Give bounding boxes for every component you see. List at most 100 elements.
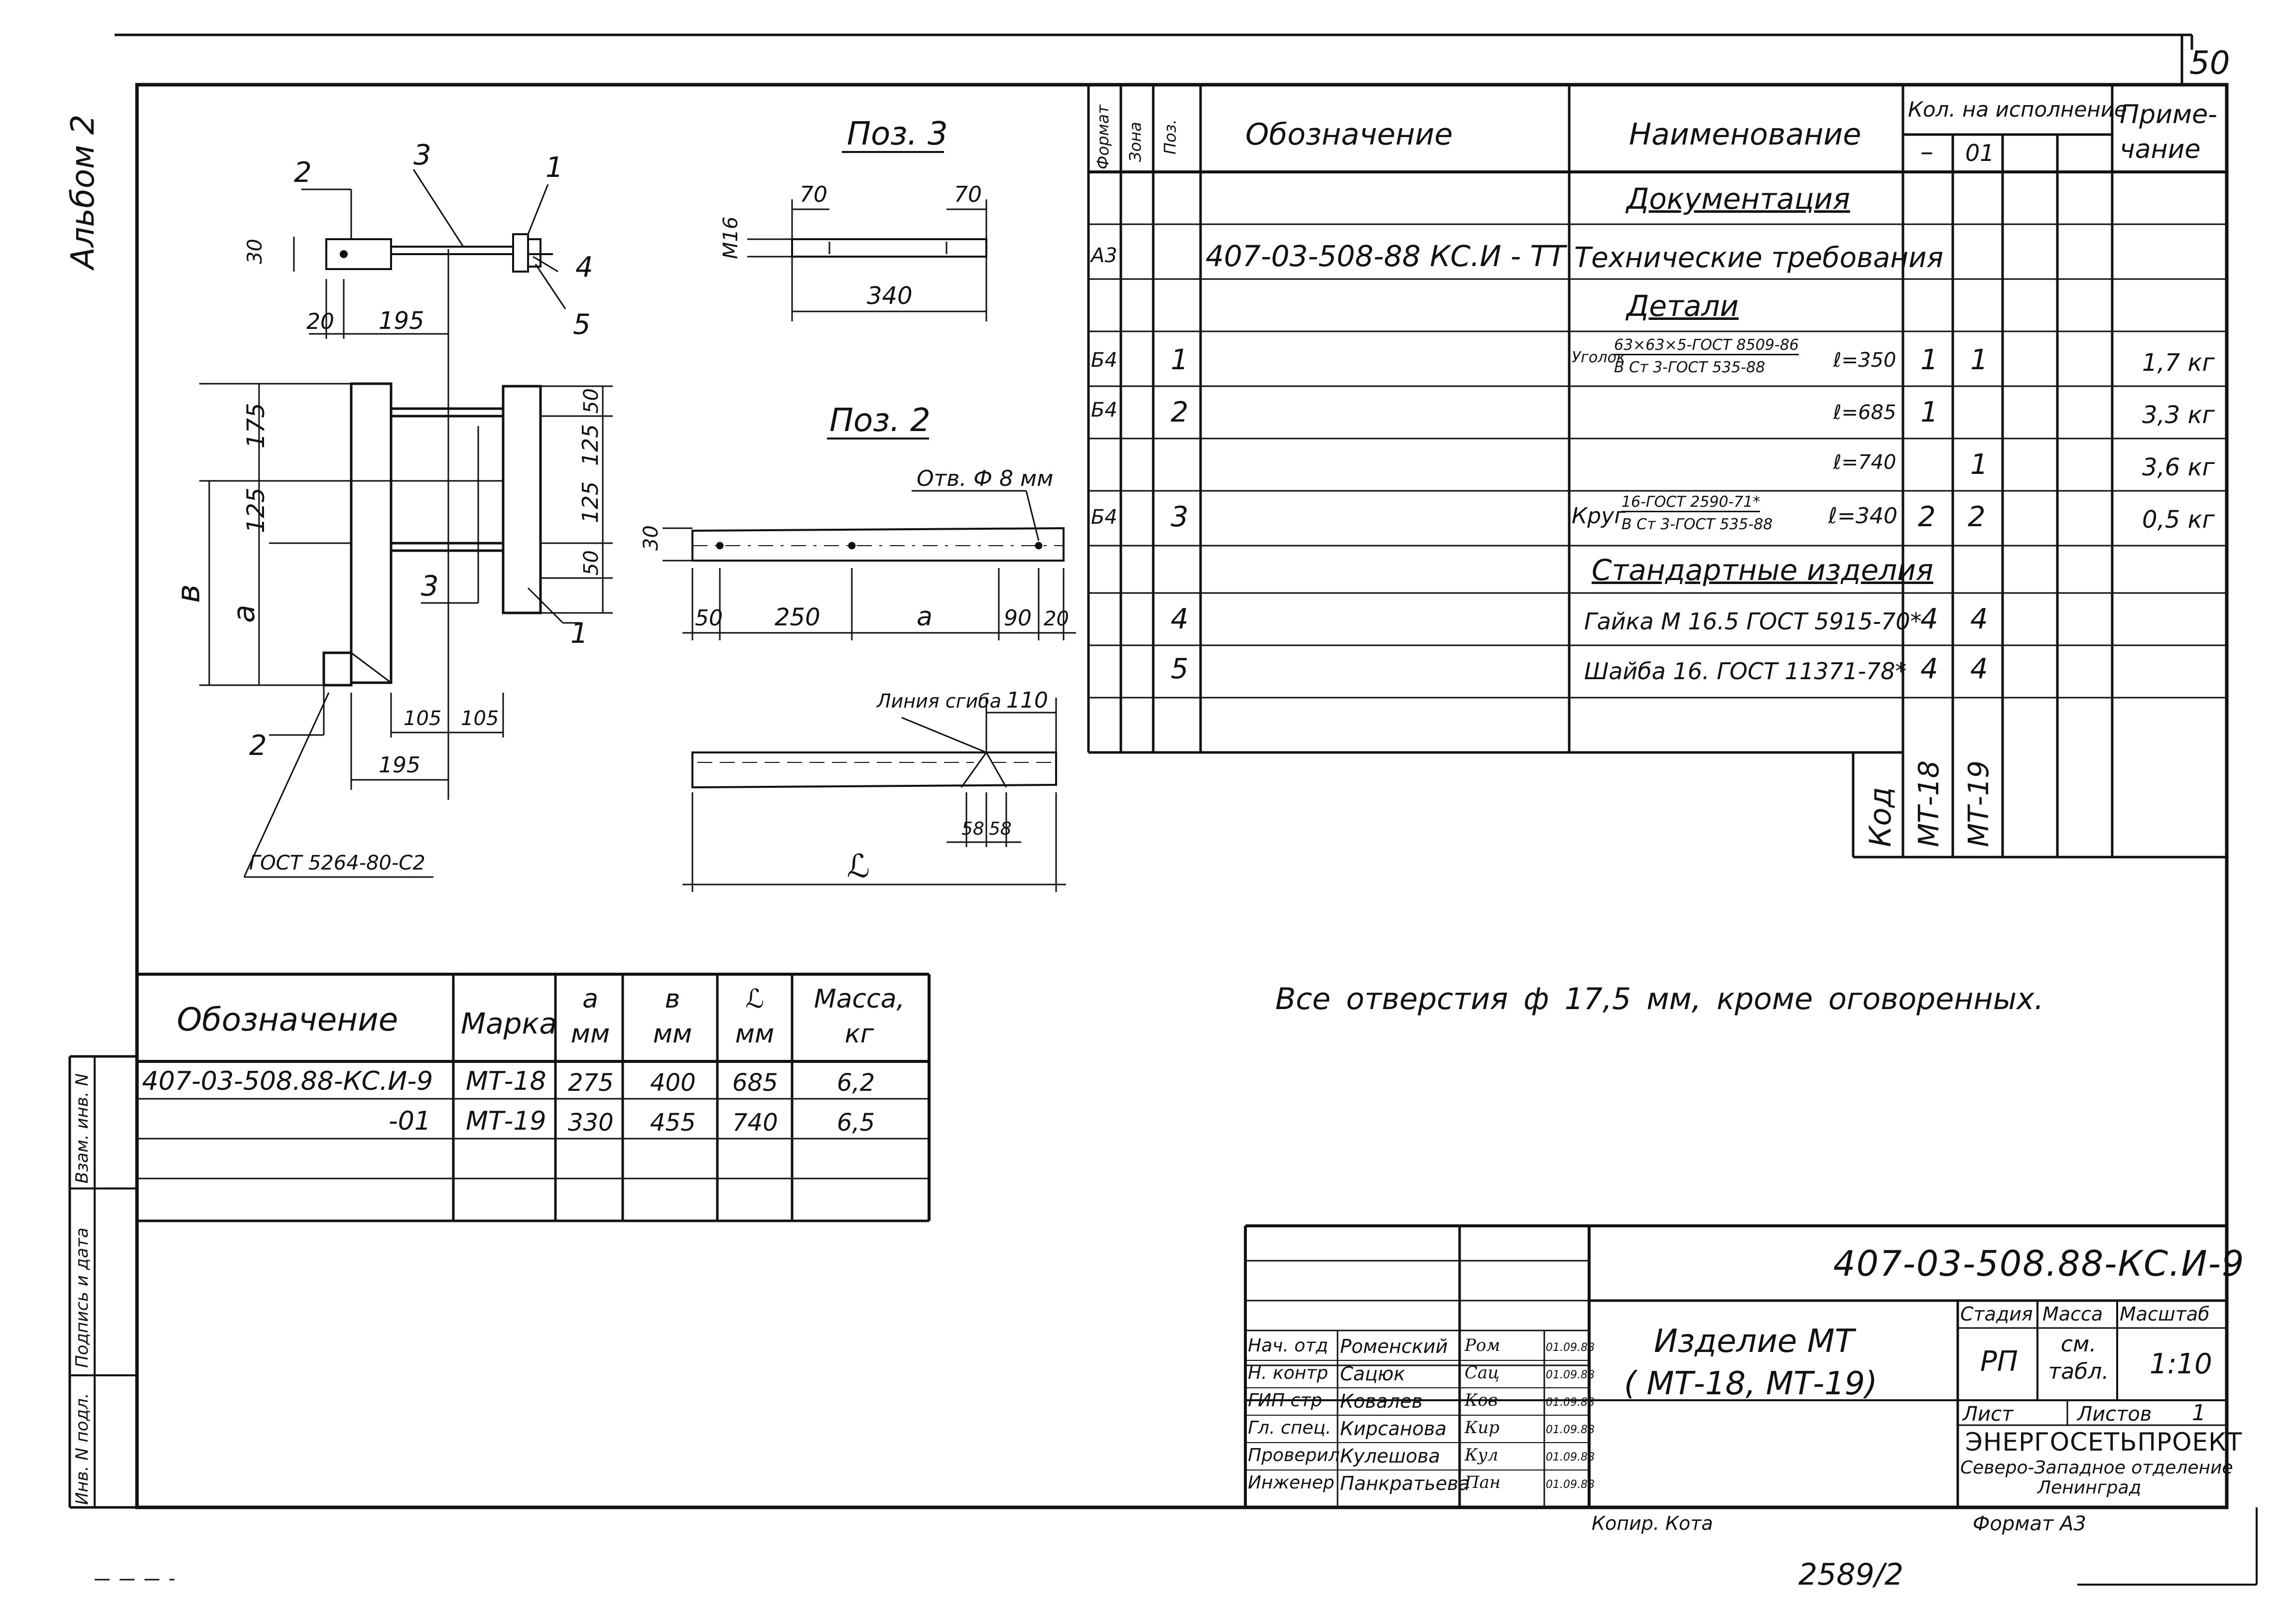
spec-row2-q1: 1	[1920, 396, 1938, 429]
spec-row6-name: Шайба 16. ГОСТ 11371-78*	[1584, 658, 1907, 685]
spec-section-docs: Документация	[1626, 182, 1850, 216]
variants-row1-mark: МТ-18	[466, 1066, 546, 1096]
sheets-label: Листов	[2077, 1403, 2152, 1426]
variants-header-l: ℒ мм	[735, 984, 775, 1049]
spec-code-label: Код	[1863, 787, 1898, 847]
pos2-bend-line: Линия сгиба	[876, 690, 1001, 712]
spec-row2-note: 3,3 кг	[2142, 401, 2215, 429]
pos2-b1: 58	[961, 819, 984, 839]
pos2-d5: 20	[1044, 607, 1069, 630]
spec-doc-name: Технические требования	[1574, 242, 1944, 274]
signer-name: Роменский	[1340, 1335, 1448, 1357]
sheet-number: 50	[2189, 45, 2230, 82]
signer-role: Проверил	[1248, 1445, 1340, 1466]
spec-row2-pos: 2	[1171, 396, 1189, 429]
org-name: ЭНЕРГОСЕТЬПРОЕКТ	[1965, 1428, 2243, 1457]
spec-header-qty-01: 01	[1965, 140, 1995, 166]
spec-row1-length: ℓ=350	[1833, 349, 1896, 372]
stage-label: Стадия	[1960, 1303, 2033, 1325]
pos3-dim-left: 70	[800, 182, 827, 207]
spec-row2-format: Б4	[1091, 399, 1117, 422]
dim-125-b: 125	[578, 481, 603, 523]
dim-50-b: 50	[580, 550, 603, 576]
callout-1-top: 1	[545, 151, 563, 184]
variants-header-mass: Масса, кг	[813, 984, 905, 1049]
variants-table-grid	[137, 973, 931, 1222]
variants-row1-l: 685	[732, 1069, 778, 1097]
album-label: Альбом 2	[65, 114, 102, 269]
signer-signature: Кул	[1465, 1445, 1498, 1465]
org-sub: Северо-Западное отделение	[1960, 1458, 2233, 1478]
spec-row4-pos: 3	[1171, 501, 1189, 533]
spec-header-qty-dash: –	[1920, 137, 1933, 167]
drawing-labels: Поз. 3 70 70 340 М16 Поз. 2 Отв. Ф 8 мм …	[170, 116, 1069, 885]
variants-row1-designation: 407-03-508.88-КС.И-9	[142, 1066, 433, 1096]
callout-4-top: 4	[575, 251, 593, 284]
dim-125-a: 125	[578, 424, 603, 466]
spec-row4-q1: 2	[1918, 501, 1936, 533]
signer-signature: Сац	[1465, 1363, 1500, 1383]
signer-date: 01.09.88	[1546, 1369, 1595, 1381]
spec-section-std: Стандартные изделия	[1592, 553, 1933, 587]
signer-role: Инженер	[1248, 1473, 1335, 1493]
doc-number: 407-03-508.88-КС.И-9	[1833, 1243, 2245, 1284]
assembly-front-view	[199, 382, 613, 878]
spec-row1-name-top: 63×63×5-ГОСТ 8509-86	[1614, 336, 1799, 355]
spec-row6-pos: 5	[1171, 653, 1189, 685]
spec-row-lines	[1088, 223, 2227, 699]
signer-name: Сацюк	[1340, 1363, 1405, 1385]
spec-row1-format: Б4	[1091, 349, 1117, 372]
spec-row5-name: Гайка М 16.5 ГОСТ 5915-70*	[1584, 608, 1922, 635]
spec-row5-q2: 4	[1970, 603, 1988, 635]
spec-row3-length: ℓ=740	[1833, 451, 1896, 474]
signer-date: 01.09.88	[1546, 1424, 1595, 1436]
spec-row4-format: Б4	[1091, 506, 1117, 529]
title-block-grid	[1244, 1224, 2227, 1507]
org-city: Ленинград	[2037, 1477, 2142, 1498]
dim-20-top: 20	[306, 309, 334, 334]
dim-195-top: 195	[379, 307, 424, 335]
bottom-number: 2589/2	[1798, 1557, 1904, 1592]
callout-5-top: 5	[573, 308, 591, 341]
spec-header-format: Формат	[1093, 105, 1112, 169]
dim-175: 175	[242, 403, 270, 448]
signer-date: 01.09.88	[1546, 1396, 1595, 1409]
spec-header-pos: Поз.	[1161, 119, 1180, 154]
variants-row1-mass: 6,2	[837, 1069, 875, 1097]
variants-row2-designation: -01	[389, 1106, 431, 1136]
spec-code-2: МТ-19	[1963, 760, 1995, 847]
mass-label: Масса	[2042, 1303, 2103, 1325]
pos2-d4: 90	[1004, 605, 1032, 631]
spec-row3-q2: 1	[1970, 448, 1988, 481]
signer-name: Панкратьева	[1340, 1473, 1470, 1494]
pos3-dim-total: 340	[867, 282, 913, 310]
general-note: Все отверстия ф 17,5 мм, кроме оговоренн…	[1275, 982, 2044, 1017]
spec-row1-pos: 1	[1171, 344, 1189, 376]
signer-signature: Pом	[1465, 1335, 1500, 1355]
scale-value: 1:10	[2150, 1348, 2212, 1380]
spec-row5-q1: 4	[1920, 603, 1938, 635]
variants-row1-a: 275	[568, 1069, 614, 1097]
callout-1-front: 1	[570, 617, 588, 650]
dim-125: 125	[242, 487, 270, 533]
pos2-drawing	[663, 438, 1076, 892]
spec-header-zone: Зона	[1126, 122, 1145, 162]
spec-row1-q1: 1	[1920, 344, 1938, 376]
sheet-label: Лист	[1963, 1403, 2014, 1426]
spec-row1-note: 1,7 кг	[2142, 349, 2215, 377]
signer-signature: Ков	[1465, 1390, 1498, 1410]
variants-row2-a: 330	[568, 1109, 614, 1137]
pos2-hole: Отв. Ф 8 мм	[917, 466, 1053, 491]
weld-spec: ГОСТ 5264-80-С2	[249, 852, 425, 875]
signer-name: Кулешова	[1340, 1445, 1440, 1467]
signer-role: Гл. спец.	[1248, 1418, 1332, 1438]
spec-row4-note: 0,5 кг	[2142, 506, 2215, 534]
spec-row4-name-top: 16-ГОСТ 2590-71*	[1621, 493, 1760, 512]
variants-header-mark: Марка	[461, 1007, 557, 1040]
variants-row1-b: 400	[650, 1069, 696, 1097]
pos2-bend-dim: 110	[1006, 688, 1048, 713]
spec-header-name: Наименование	[1629, 117, 1862, 152]
spec-section-parts: Детали	[1626, 289, 1739, 323]
signer-role: Нач. отд	[1248, 1335, 1329, 1356]
